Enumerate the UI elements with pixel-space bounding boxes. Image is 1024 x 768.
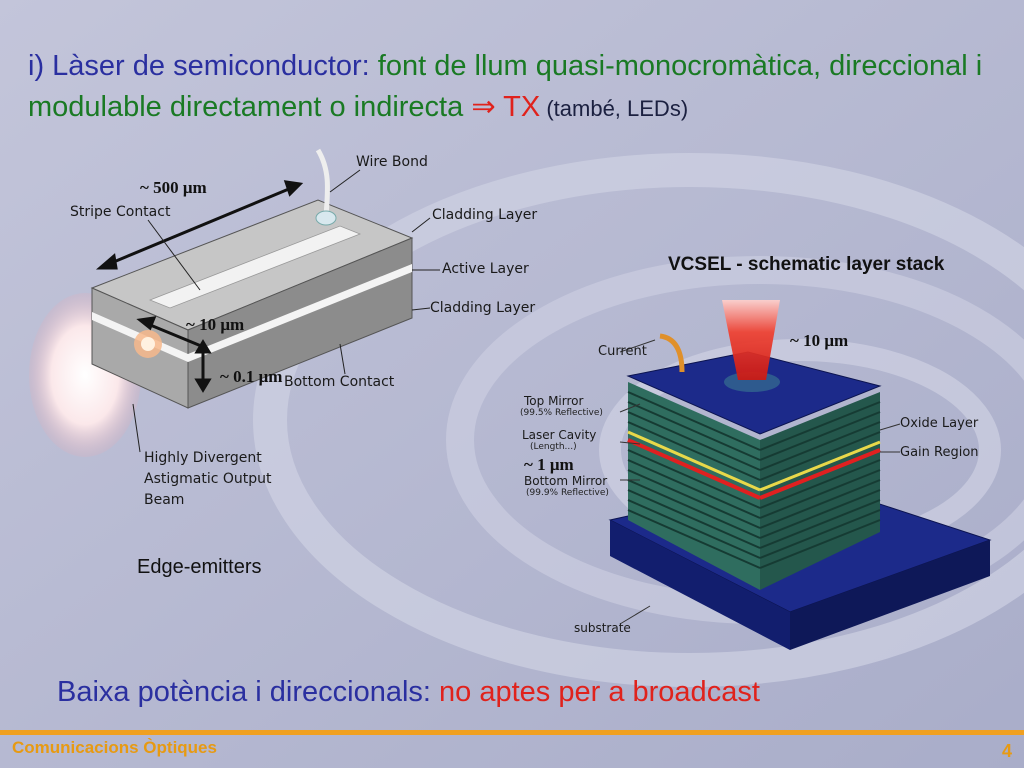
conclusion-part-2: no aptes per a broadcast xyxy=(439,676,760,708)
measure-length: ~ 500 μm xyxy=(140,178,207,197)
label-beam-line-1: Highly Divergent xyxy=(144,450,262,466)
label-beam-line-3: Beam xyxy=(144,492,185,508)
title-part-2: font de llum quasi-monocromàtica, direcc… xyxy=(28,50,983,123)
wire-bond xyxy=(315,148,330,217)
wire-bond-ball xyxy=(315,210,337,226)
current-lead xyxy=(659,333,685,373)
label-bottom-contact: Bottom Contact xyxy=(284,374,395,390)
label-bottom-mirror: Bottom Mirror xyxy=(524,474,608,488)
chip-right-face xyxy=(187,237,413,409)
label-oxide-layer: Oxide Layer xyxy=(900,416,979,431)
active-layer xyxy=(188,264,412,362)
title-part-3: TX xyxy=(495,91,541,123)
conclusion-text: Baixa potència i direccionals: no aptes … xyxy=(57,676,760,709)
label-current: Current xyxy=(598,344,647,359)
title-part-1: i) Làser de semiconductor: xyxy=(28,50,378,82)
measure-cavity: ~ 1 μm xyxy=(524,455,574,474)
label-cladding-bottom: Cladding Layer xyxy=(430,300,536,316)
slide-title: i) Làser de semiconductor: font de llum … xyxy=(28,46,1018,129)
label-bottom-mirror-sub: (99.9% Reflective) xyxy=(526,488,609,498)
vcsel-beam xyxy=(722,300,780,380)
measurement-arrows xyxy=(95,180,304,393)
footer-divider xyxy=(0,730,1024,735)
label-gain-region: Gain Region xyxy=(900,445,979,460)
gain-region xyxy=(627,438,761,500)
stripe-contact xyxy=(148,225,362,309)
vcsel-stack-front xyxy=(628,382,760,590)
oxide-layer xyxy=(627,430,761,492)
caption-edge-emitters: Edge-emitters xyxy=(137,556,262,578)
vcsel-substrate-front xyxy=(610,520,790,650)
measure-thickness: ~ 0.1 μm xyxy=(220,367,283,386)
implies-arrow: ⇒ xyxy=(471,89,496,123)
vcsel-substrate-side xyxy=(790,540,990,650)
title-part-4: (també, LEDs) xyxy=(540,96,689,121)
oxide-layer-right xyxy=(759,440,881,492)
emission-spot-core xyxy=(141,337,155,351)
label-substrate: substrate xyxy=(574,621,631,635)
vcsel-stack-right xyxy=(760,392,880,590)
gain-region-right xyxy=(759,448,881,500)
label-laser-cavity: Laser Cavity xyxy=(522,428,597,442)
label-laser-cavity-sub: (Length...) xyxy=(530,442,577,452)
label-stripe-contact: Stripe Contact xyxy=(70,204,171,220)
label-top-mirror-sub: (99.5% Reflective) xyxy=(520,408,603,418)
label-wire-bond: Wire Bond xyxy=(356,154,428,170)
conclusion-part-1: Baixa potència i direccionals: xyxy=(57,676,440,708)
label-cladding-top: Cladding Layer xyxy=(432,207,538,223)
footer-course: Comunicacions Òptiques xyxy=(12,738,217,757)
measure-width: ~ 10 μm xyxy=(186,315,245,334)
vcsel-title: VCSEL - schematic layer stack xyxy=(668,254,945,275)
measure-aperture: ~ 10 μm xyxy=(790,331,849,350)
label-top-mirror: Top Mirror xyxy=(524,394,584,408)
vcsel-top-contact xyxy=(626,351,882,435)
label-active-layer: Active Layer xyxy=(442,261,529,277)
mirror-layers xyxy=(627,391,881,569)
page-number: 4 xyxy=(1001,741,1012,761)
label-beam-line-2: Astigmatic Output xyxy=(144,471,272,487)
